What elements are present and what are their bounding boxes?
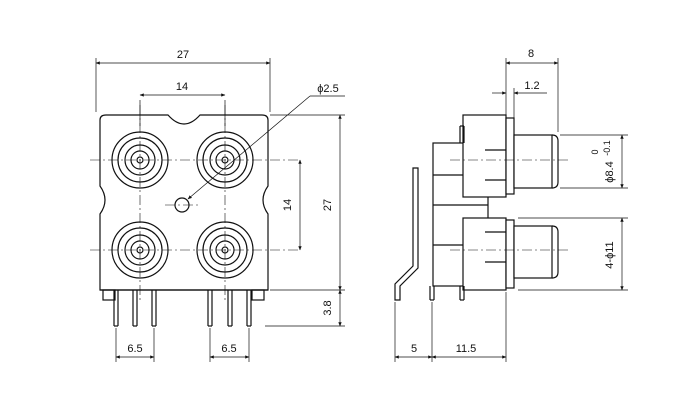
side-bracket bbox=[394, 167, 419, 301]
side-block-lower bbox=[462, 217, 507, 291]
dim-body: 11.5 bbox=[431, 292, 507, 362]
jack-top-left bbox=[111, 131, 169, 189]
side-bottom-pins bbox=[429, 286, 465, 301]
side-jack-barrel-lower bbox=[513, 225, 553, 279]
side-jack-barrel-upper bbox=[513, 134, 553, 189]
side-jack-tip-lower bbox=[551, 225, 559, 279]
jack-bottom-left bbox=[111, 221, 169, 279]
dim-pitch: 4-ϕ11 bbox=[518, 217, 628, 291]
dim-overall-width: 27 bbox=[95, 49, 271, 112]
dim-label-diameter: ϕ8.4 bbox=[604, 161, 616, 182]
dim-label-6-5-right: 6.5 bbox=[221, 343, 236, 355]
dim-label-14-h: 14 bbox=[176, 81, 188, 93]
side-block-upper bbox=[462, 114, 507, 198]
jack-bottom-right bbox=[196, 221, 254, 279]
dim-label-27-top: 27 bbox=[177, 49, 189, 61]
dim-label-pitch: 4-ϕ11 bbox=[604, 241, 616, 268]
side-view: 8 1.2 ϕ8.4 0 -0.1 4-ϕ11 bbox=[394, 48, 628, 362]
dim-label-5: 5 bbox=[411, 343, 417, 355]
dim-label-tol-lower: -0.1 bbox=[602, 140, 612, 156]
dim-bracket: 5 bbox=[394, 302, 433, 362]
mounting-hole bbox=[174, 197, 190, 213]
dim-label-hole: ϕ2.5 bbox=[317, 83, 338, 95]
dim-jack-spacing-h: 14 bbox=[139, 81, 226, 126]
dim-overall-height: 27 bbox=[270, 114, 345, 291]
dim-diameter: ϕ8.4 0 -0.1 bbox=[560, 134, 628, 189]
dim-label-6-5-left: 6.5 bbox=[127, 343, 142, 355]
dim-label-tol-upper: 0 bbox=[590, 149, 600, 154]
dim-pin-pitch-right: 6.5 bbox=[209, 328, 250, 362]
dim-label-11-5: 11.5 bbox=[456, 343, 477, 355]
side-jack-tip-upper bbox=[551, 134, 559, 189]
dim-label-3-8: 3.8 bbox=[322, 300, 334, 315]
side-flange-lower bbox=[505, 219, 515, 289]
dim-pin-pitch-left: 6.5 bbox=[115, 328, 155, 362]
dim-label-27-right: 27 bbox=[322, 199, 334, 211]
jack-top-right bbox=[196, 131, 254, 189]
front-view: 27 14 ϕ2.5 14 27 bbox=[90, 49, 345, 362]
dim-pin-height: 3.8 bbox=[265, 289, 345, 327]
dim-flange: 1.2 bbox=[492, 80, 547, 118]
dim-hole-diameter: ϕ2.5 bbox=[187, 83, 345, 200]
side-flange-upper bbox=[505, 117, 515, 195]
dim-label-14-v: 14 bbox=[282, 199, 294, 211]
front-pins bbox=[102, 289, 265, 327]
dim-jack-spacing-v: 14 bbox=[282, 159, 302, 251]
dim-label-1-2: 1.2 bbox=[524, 80, 539, 92]
side-top-pin bbox=[459, 125, 465, 143]
dim-depth: 8 bbox=[505, 48, 559, 132]
front-body-outline bbox=[99, 114, 269, 291]
dim-label-8: 8 bbox=[528, 48, 534, 60]
